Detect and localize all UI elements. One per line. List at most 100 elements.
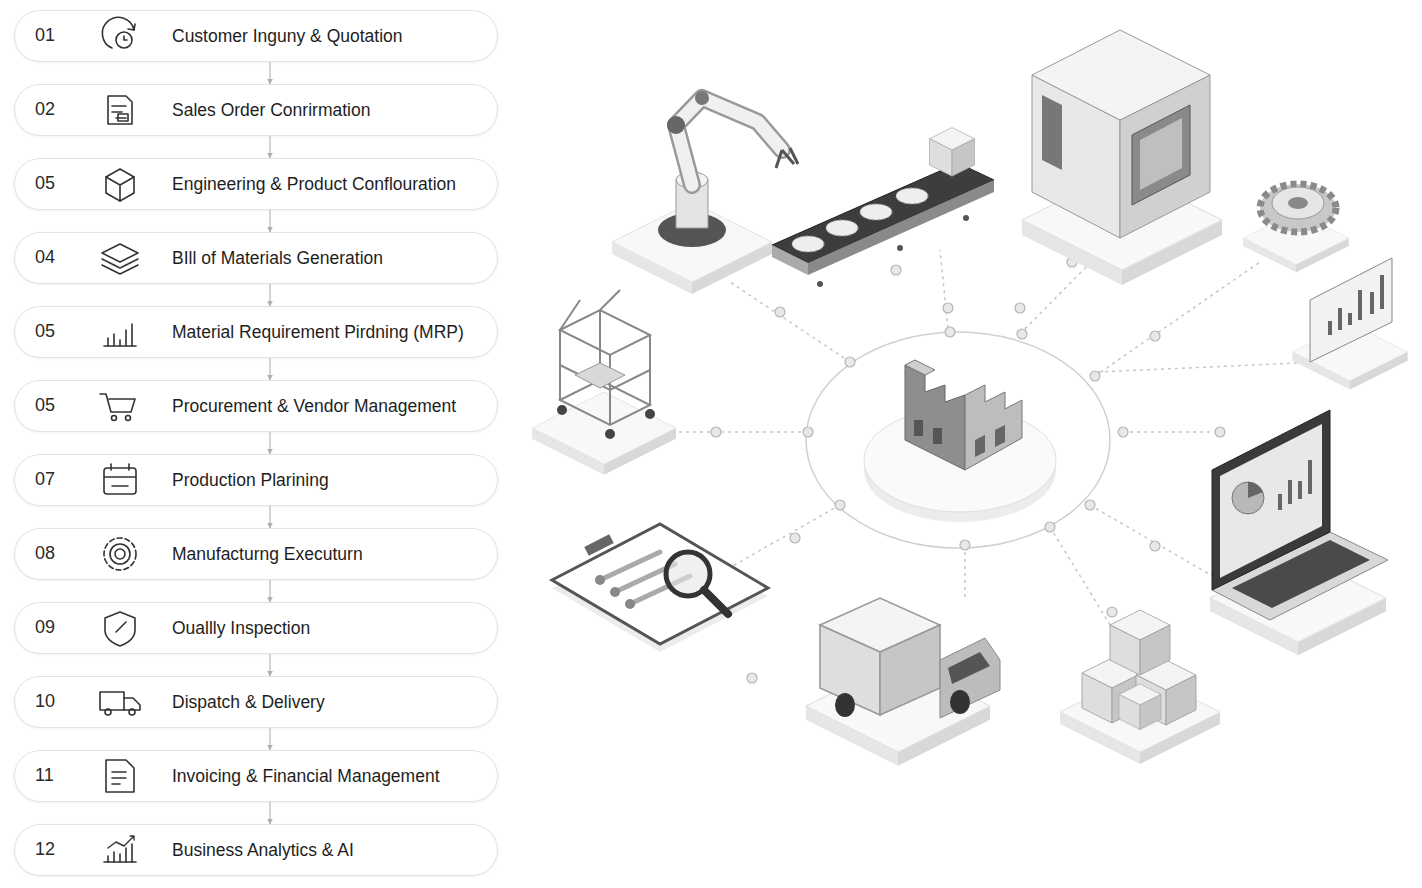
factory-hub: [905, 360, 935, 375]
laptop: [1210, 554, 1386, 655]
dashboard-panel: [1292, 258, 1407, 389]
inventory-boxes: [1136, 660, 1196, 725]
step-number: 05: [35, 395, 55, 417]
laptop: [1210, 410, 1388, 655]
layers-icon: [102, 259, 138, 268]
inquiry-icon: [102, 17, 135, 48]
laptop: [1232, 482, 1264, 514]
robot-arm: [676, 98, 782, 185]
gear-part: [1243, 212, 1349, 273]
process-box: 01Customer Inguny & Quotation: [14, 10, 498, 62]
link-dots: [803, 427, 813, 437]
delivery-truck: [806, 598, 1000, 766]
factory-hub: [864, 408, 1056, 512]
step-label: Production Plarining: [172, 470, 329, 491]
process-box: 07Production Plarining: [14, 454, 498, 506]
conveyor: [772, 245, 808, 275]
link-dots: [1045, 522, 1055, 532]
dotted-links: [1095, 262, 1260, 376]
laptop: [1220, 424, 1322, 578]
robot-arm: [676, 172, 708, 188]
link-dots: [845, 357, 855, 367]
layers-icon: [102, 244, 138, 274]
cnc-machine: [1140, 118, 1182, 190]
conveyor: [963, 215, 969, 221]
invoice-icon: [106, 760, 134, 792]
process-box: 08Manufacturng Executurn: [14, 528, 498, 580]
gear-icon: [104, 538, 136, 570]
step-number: 04: [35, 247, 55, 269]
inquiry-icon: [128, 24, 135, 30]
material-cart: [532, 392, 676, 475]
step-label: BIll of Materials Generation: [172, 248, 383, 269]
conveyor: [772, 128, 994, 288]
laptop: [1212, 532, 1388, 620]
dotted-links: [660, 431, 808, 433]
conveyor: [930, 128, 975, 177]
inventory-boxes: [1082, 658, 1142, 723]
robot-arm: [612, 91, 798, 294]
flow-arrow: [269, 432, 270, 454]
gear-part: [1272, 187, 1324, 219]
dotted-links: [1050, 527, 1112, 628]
order-icon: [108, 96, 132, 124]
bar-chart-icon: [104, 345, 136, 347]
link-dots: [775, 307, 785, 317]
inspection-clipboard: [666, 552, 710, 596]
shield-icon: [116, 622, 126, 632]
gear-part: [1288, 197, 1308, 209]
factory-hub: [905, 365, 965, 470]
material-cart: [560, 310, 650, 355]
link-dots: [1150, 541, 1160, 551]
step-label: Invoicing & Financial Management: [172, 766, 440, 787]
layers-icon: [102, 265, 138, 274]
conveyor: [826, 220, 858, 236]
inquiry-icon: [124, 36, 127, 40]
factory-hub: [975, 435, 985, 457]
flow-arrow: [269, 358, 270, 380]
inspection-clipboard: [704, 590, 728, 614]
step-label: Manufacturng Executurn: [172, 544, 363, 565]
link-dots: [1118, 427, 1128, 437]
link-dots: [1017, 329, 1027, 339]
robot-arm: [776, 148, 798, 168]
flow-arrow: [269, 284, 270, 306]
conveyor: [897, 245, 903, 251]
shield-icon: [105, 612, 135, 646]
conveyor: [808, 180, 994, 275]
inventory-boxes: [1060, 610, 1220, 764]
hub-ring: [806, 332, 1110, 548]
step-number: 05: [35, 173, 55, 195]
step-label: Procurement & Vendor Management: [172, 396, 456, 417]
process-box: 02Sales Order Conrirmation: [14, 84, 498, 136]
laptop: [1280, 460, 1310, 510]
step-label: Customer Inguny & Quotation: [172, 26, 403, 47]
order-icon: [112, 106, 126, 118]
laptop: [1212, 410, 1330, 590]
cart-icon: [100, 394, 135, 421]
material-cart: [557, 405, 567, 415]
dotted-links: [1123, 431, 1220, 433]
flow-arrow: [269, 506, 270, 528]
step-number: 02: [35, 99, 55, 121]
process-box: 12Business Analytics & AI: [14, 824, 498, 876]
cube-icon: [106, 177, 134, 201]
inquiry-icon: [116, 32, 132, 48]
gear-icon: [104, 538, 136, 570]
analytics-icon: [108, 844, 132, 862]
link-dots: [711, 427, 721, 437]
flow-arrow: [269, 136, 270, 158]
delivery-truck: [835, 693, 855, 717]
calendar-icon: [104, 464, 136, 494]
flow-arrow: [269, 802, 270, 824]
link-dots: [711, 257, 1225, 683]
inventory-boxes: [1119, 684, 1161, 730]
inquiry-icon: [102, 17, 134, 48]
link-dots: [1107, 607, 1117, 617]
inspection-clipboard: [552, 532, 768, 652]
factory-hub: [965, 385, 1022, 470]
analytics-icon: [104, 861, 136, 863]
truck-icon: [129, 709, 135, 715]
link-dots: [891, 265, 901, 275]
